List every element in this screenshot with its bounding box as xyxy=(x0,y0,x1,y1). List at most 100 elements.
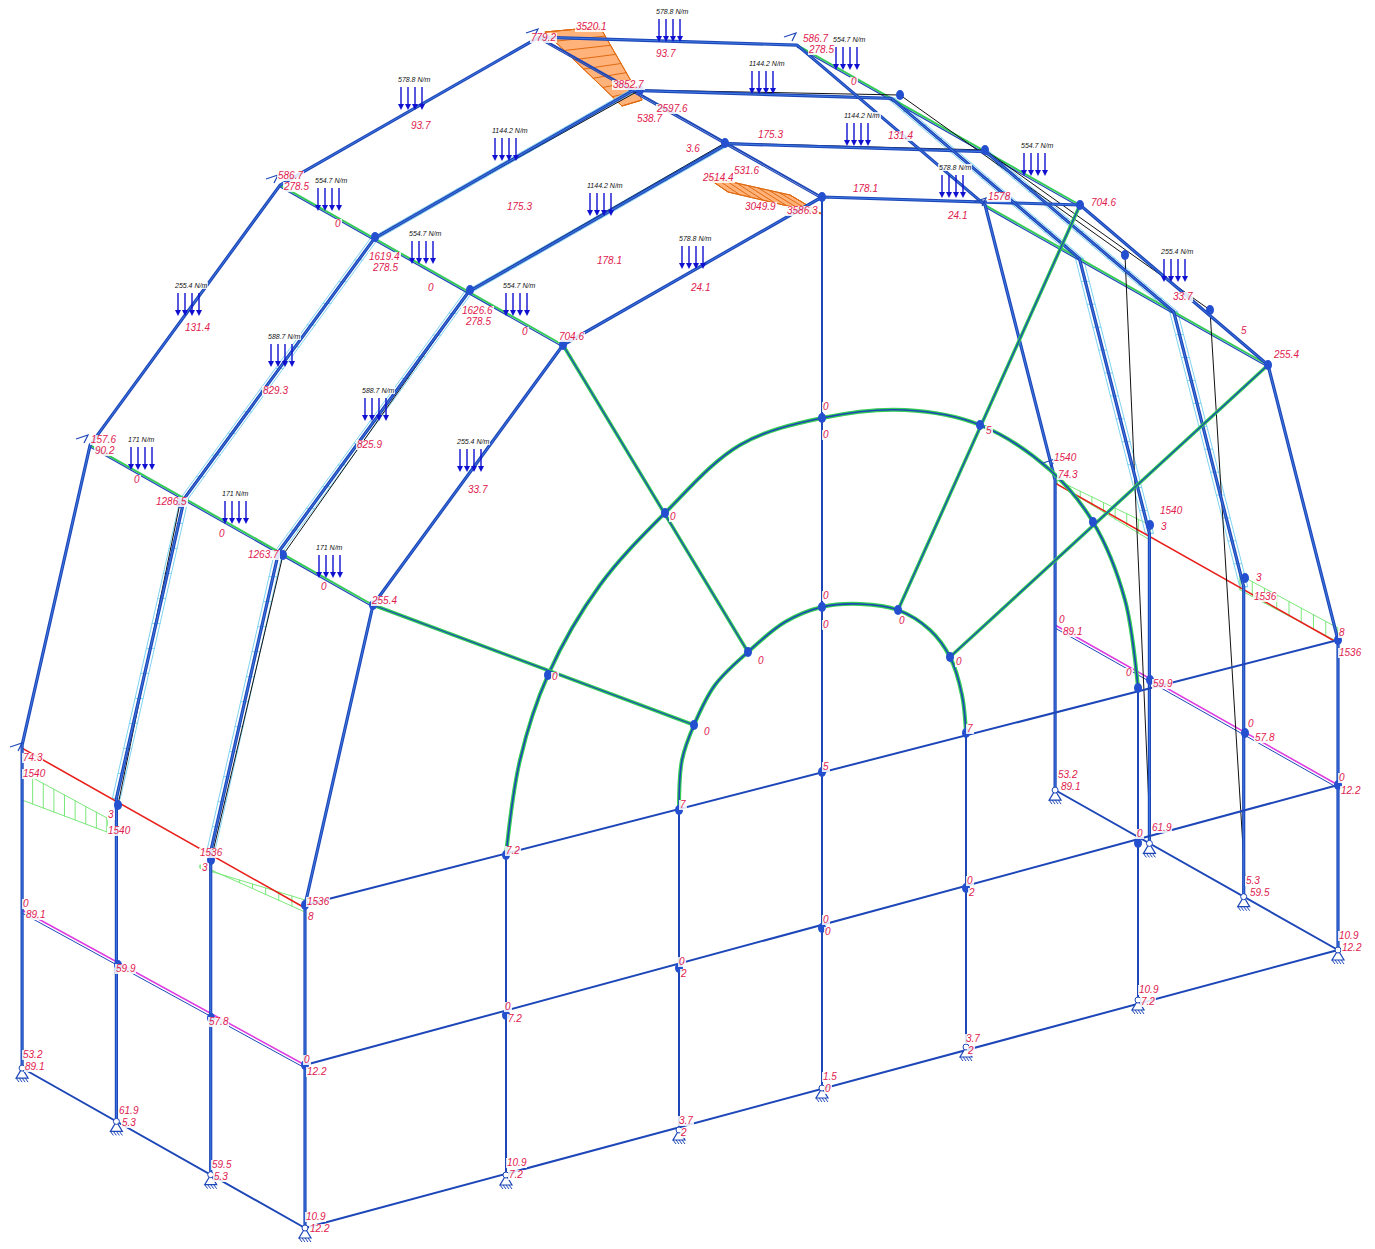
load-value: 578.8 N/m xyxy=(938,164,972,171)
force-value: 178.1 xyxy=(596,256,623,266)
joint-dot xyxy=(1134,683,1142,693)
force-value: 175.3 xyxy=(506,202,533,212)
member-line xyxy=(280,185,563,345)
load-value: 554.7 N/m xyxy=(832,36,866,43)
member-line xyxy=(90,445,373,605)
force-value: 0 xyxy=(504,1002,512,1012)
distributed-load xyxy=(85,807,86,825)
distributed-load xyxy=(622,100,642,106)
support-symbol xyxy=(974,198,986,206)
force-value: 5.3 xyxy=(1245,876,1261,886)
force-value: 1619.4 xyxy=(368,252,401,262)
force-value: 1578 xyxy=(987,192,1011,202)
load-arrows xyxy=(1161,259,1188,282)
member-line xyxy=(797,45,1080,205)
force-value: 10.9 xyxy=(1338,931,1359,941)
radial-member xyxy=(563,345,748,652)
member-line xyxy=(1055,628,1338,788)
load-arrows xyxy=(833,47,860,70)
load-value: 1144.2 N/m xyxy=(586,182,624,189)
force-value: 2597.6 xyxy=(656,104,689,114)
force-value: 1540 xyxy=(107,826,131,836)
joint-dot xyxy=(1241,728,1249,738)
radial-member xyxy=(950,365,1268,657)
force-value: 278.5 xyxy=(465,317,492,327)
force-value: 0 xyxy=(1247,719,1255,729)
distributed-load xyxy=(748,186,776,204)
force-value: 90.2 xyxy=(94,446,115,456)
member-line xyxy=(1055,625,1338,785)
force-value: 53.2 xyxy=(1057,770,1078,780)
load-arrows xyxy=(1021,153,1048,176)
load-arrows xyxy=(268,344,295,367)
force-value: 5 xyxy=(822,762,830,772)
member-line xyxy=(211,555,283,860)
force-value: 74.3 xyxy=(1057,470,1078,480)
load-arrows xyxy=(316,555,343,578)
force-value: 278.5 xyxy=(372,263,399,273)
distributed-load xyxy=(239,880,240,883)
force-value: 0 xyxy=(822,620,830,630)
member-line xyxy=(22,748,305,908)
load-value: 578.8 N/m xyxy=(397,76,431,83)
load-value: 171 N/m xyxy=(127,436,155,443)
distributed-load xyxy=(252,884,253,889)
joint-dot xyxy=(1264,360,1272,370)
force-value: 3 xyxy=(1160,522,1168,532)
force-value: 93.7 xyxy=(410,121,431,131)
force-value: 89.1 xyxy=(1060,782,1081,792)
member-line xyxy=(1055,790,1338,950)
force-value: 0 xyxy=(1338,773,1346,783)
support-symbol xyxy=(1143,840,1155,857)
force-value: 12.2 xyxy=(306,1067,327,1077)
member-line xyxy=(1210,310,1245,880)
member-line xyxy=(90,447,373,607)
load-arrows xyxy=(175,293,202,316)
force-value: 586.7 xyxy=(277,171,304,181)
load-arrows xyxy=(679,246,706,269)
joint-dot xyxy=(1146,520,1154,530)
distributed-load xyxy=(726,181,751,198)
member-line xyxy=(797,47,1080,207)
joint-dot xyxy=(114,800,122,810)
force-value: 7 xyxy=(966,724,974,734)
force-value: 131.4 xyxy=(887,131,914,141)
force-value: 7.2 xyxy=(508,1170,524,1180)
force-value: 278.5 xyxy=(808,45,835,55)
force-value: 3.6 xyxy=(685,144,701,154)
distributed-load xyxy=(200,865,305,912)
force-value: 704.6 xyxy=(558,332,585,342)
force-value: 3586.3 xyxy=(786,206,819,216)
force-value: 1536 xyxy=(306,897,330,907)
force-value: 12.2 xyxy=(1341,943,1362,953)
force-value: 1540 xyxy=(1159,506,1183,516)
force-value: 7.2 xyxy=(1140,997,1156,1007)
load-value: 578.8 N/m xyxy=(655,8,689,15)
load-value: 1144.2 N/m xyxy=(491,127,529,134)
force-value: 59.9 xyxy=(1152,679,1173,689)
load-value: 255.4 N/m xyxy=(456,438,490,445)
load-value: 554.7 N/m xyxy=(502,282,536,289)
distributed-load xyxy=(564,45,610,50)
force-value: 0 xyxy=(1136,829,1144,839)
force-value: 74.3 xyxy=(22,753,43,763)
load-value: 588.7 N/m xyxy=(361,387,395,394)
force-value: 89.1 xyxy=(25,910,46,920)
force-value: 538.7 xyxy=(636,114,663,124)
force-value: 24.1 xyxy=(690,283,711,293)
force-value: 0 xyxy=(822,430,830,440)
force-value: 2 xyxy=(967,1046,975,1056)
distributed-load xyxy=(1301,608,1302,622)
force-value: 3 xyxy=(201,863,209,873)
force-value: 3 xyxy=(1255,573,1263,583)
force-value: 0 xyxy=(824,927,832,937)
member-line xyxy=(22,1068,305,1228)
force-value: 89.1 xyxy=(24,1062,45,1072)
distributed-load xyxy=(22,772,107,832)
joint-dot xyxy=(690,720,698,730)
force-value: 0 xyxy=(703,727,711,737)
radial-member xyxy=(373,605,694,725)
force-value: 0 xyxy=(303,1055,311,1065)
